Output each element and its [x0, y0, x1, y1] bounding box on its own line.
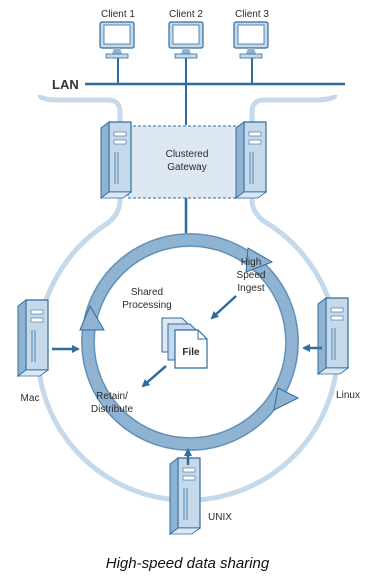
mac-server-icon: [17, 299, 49, 377]
retain-label-line-1: Retain/: [96, 391, 128, 402]
linux-label: Linux: [336, 390, 360, 401]
client-3-label: Client 3: [235, 9, 269, 20]
client-1-monitor-icon: [99, 21, 135, 59]
client-2-monitor-icon: [168, 21, 204, 59]
client-2-label: Client 2: [169, 9, 203, 20]
ingest-label-line-2: Speed: [237, 270, 266, 281]
gateway-label-line-2: Gateway: [167, 162, 206, 173]
retain-label-line-2: Distribute: [91, 404, 134, 415]
client-1-label: Client 1: [101, 9, 135, 20]
client-3-monitor-icon: [233, 21, 269, 59]
ring-arrowhead-right-icon: [273, 387, 300, 411]
mac-label: Mac: [21, 393, 40, 404]
file-stack-icon: [161, 317, 208, 369]
unix-server-icon: [169, 457, 201, 535]
lan-label: LAN: [52, 77, 79, 92]
processing-label-line-2: Processing: [122, 300, 171, 311]
ingest-label-line-1: High: [241, 257, 262, 268]
data-sharing-diagram: Client 1 Client 2 Client 3 LAN Clustered…: [17, 9, 360, 535]
data-flow-ring: [81, 233, 299, 451]
gateway-server-left-icon: [100, 121, 132, 199]
processing-label-line-1: Shared: [131, 287, 163, 298]
file-to-retain-arrow: [141, 365, 167, 388]
ingest-to-file-arrow: [210, 295, 237, 320]
gateway-server-right-icon: [235, 121, 267, 199]
file-label: File: [182, 347, 200, 358]
ring-arrowhead-left-icon: [79, 304, 105, 331]
unix-label: UNIX: [208, 512, 232, 523]
gateway-label-line-1: Clustered: [166, 149, 209, 160]
ingest-label-line-3: Ingest: [237, 283, 264, 294]
linux-server-icon: [317, 297, 349, 375]
figure-caption: High-speed data sharing: [105, 555, 270, 572]
ring-arrowhead-top-icon: [245, 247, 274, 273]
gateway-cluster-box: [127, 125, 247, 199]
